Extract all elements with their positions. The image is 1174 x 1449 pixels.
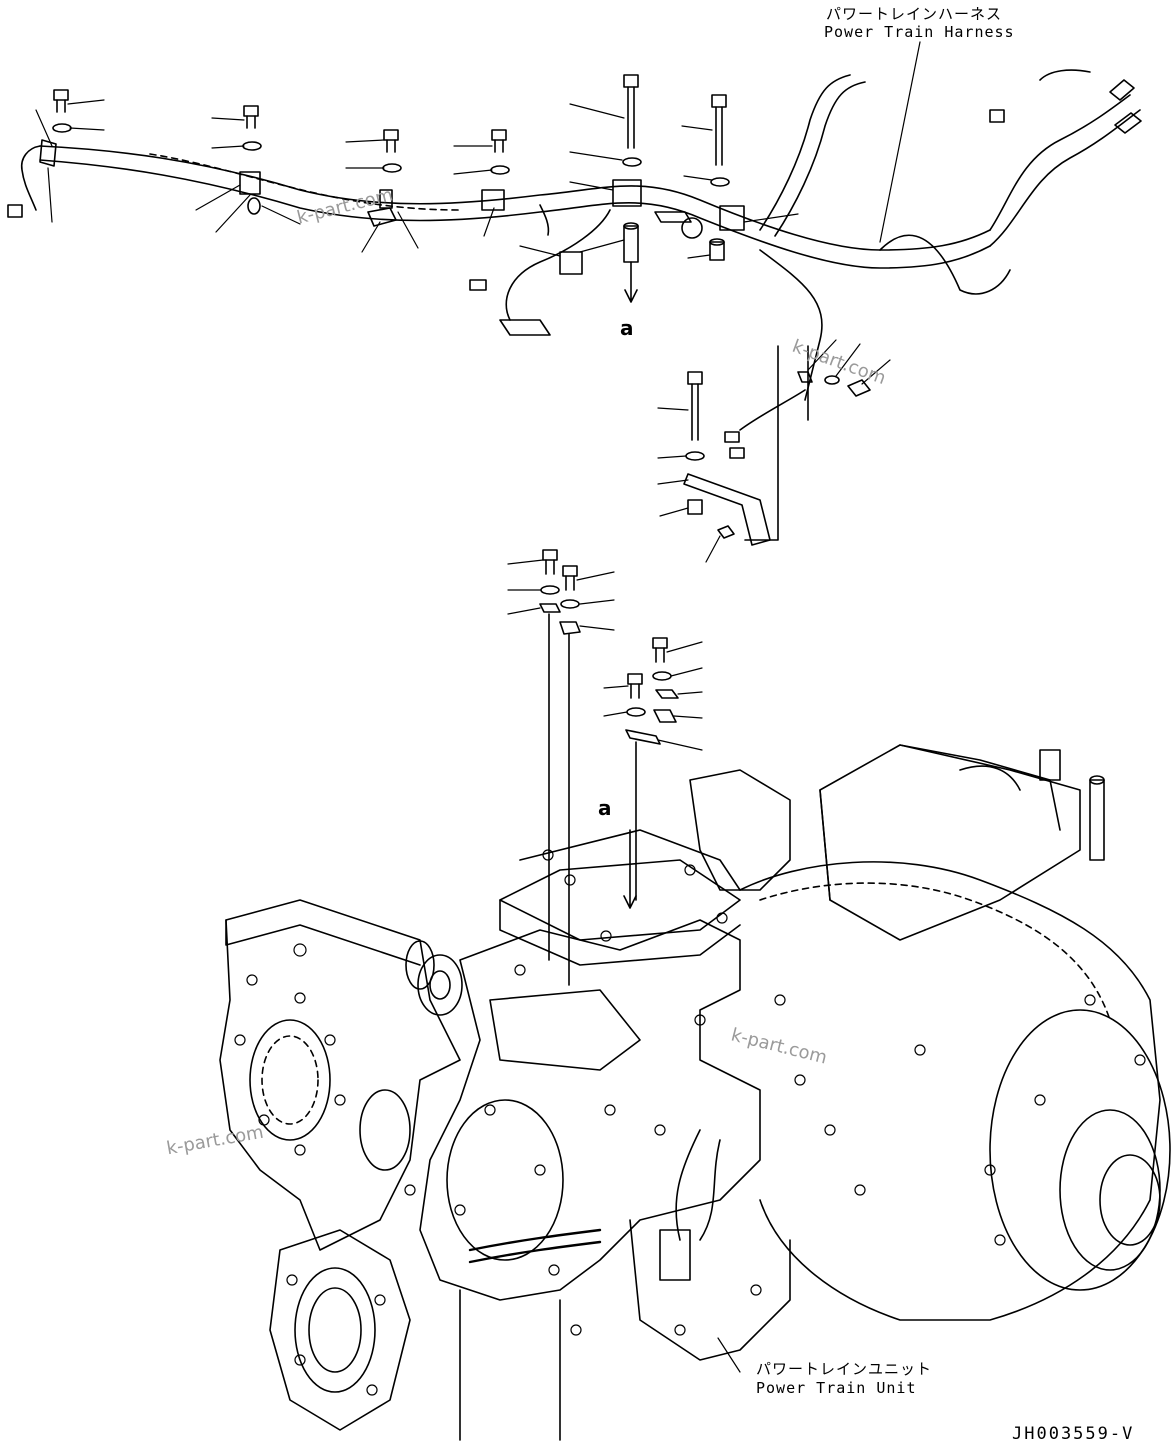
reference-a-bottom: a [598, 796, 612, 820]
bolt-1 [53, 89, 69, 113]
washer-1 [52, 123, 72, 133]
spacer-2 [709, 238, 725, 261]
power-train-unit [219, 744, 1171, 1441]
washer-6 [710, 177, 730, 187]
spacer-1 [247, 197, 261, 215]
long-bolt-1 [623, 74, 639, 149]
bracket-small [654, 211, 692, 223]
spacer-tube [623, 222, 639, 263]
leader-lines-middle [657, 339, 891, 563]
long-bolt-2 [711, 94, 727, 166]
bolt-3 [383, 129, 399, 153]
harness-fasteners [52, 74, 730, 263]
harness-left-end [7, 139, 57, 218]
harness-branch-right [759, 69, 1142, 401]
harness-main-tube [39, 145, 991, 269]
leader-lines-top [35, 41, 921, 259]
unit-label-jp: パワートレインユニット [756, 1360, 933, 1378]
leader-lines-lower [507, 559, 703, 751]
harness-clamps [239, 171, 745, 275]
arrow-a-bottom [623, 829, 637, 909]
unit-label-en: Power Train Unit [756, 1379, 917, 1397]
washer-3 [382, 163, 402, 173]
harness-lower-branch [469, 204, 611, 336]
long-bolt-3 [687, 371, 703, 441]
housing-bolts [234, 849, 1146, 1396]
harness-label-en: Power Train Harness [824, 23, 1015, 41]
bolt-2 [243, 105, 259, 129]
washer-4 [490, 165, 510, 175]
arrow-a-top [624, 261, 638, 303]
bolt-4 [491, 129, 507, 153]
drawing-code: JH003559-V [1012, 1424, 1135, 1444]
lower-fasteners [539, 549, 679, 986]
washer-5 [622, 157, 642, 167]
bracket-assembly [683, 345, 871, 546]
washer-2 [242, 141, 262, 151]
harness-label-jp: パワートレインハーネス [826, 5, 1003, 23]
reference-a-top: a [620, 316, 634, 340]
unit-label-leader [717, 1337, 741, 1373]
